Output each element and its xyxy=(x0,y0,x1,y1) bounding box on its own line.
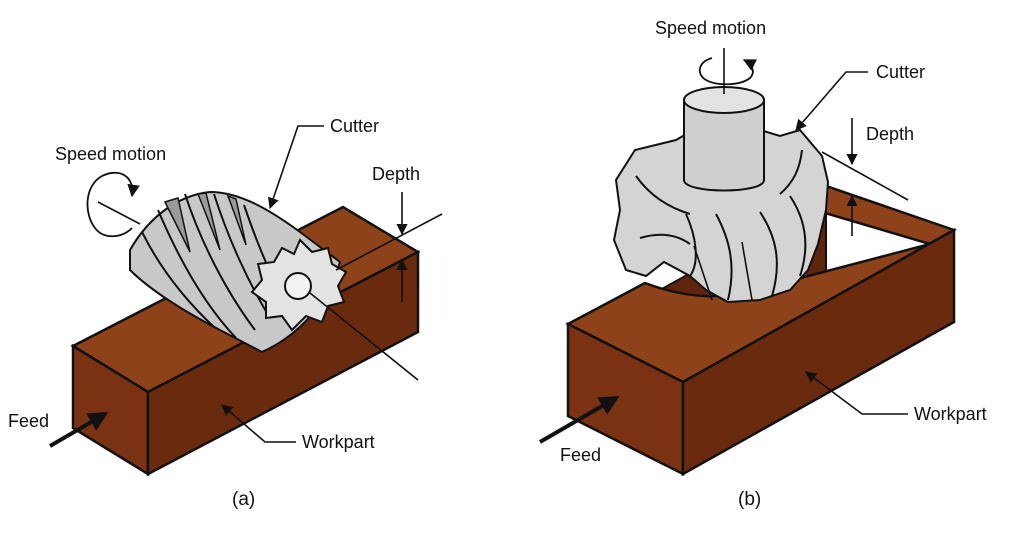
caption-a: (a) xyxy=(232,489,255,510)
depth-label-a: Depth xyxy=(372,164,420,184)
rotation-arrow-icon-b xyxy=(698,57,757,86)
workpart-label-b: Workpart xyxy=(914,404,987,424)
workpart-side-face-b xyxy=(681,227,956,477)
rotation-arrow-icon-a xyxy=(86,171,140,238)
speed-motion-label-b: Speed motion xyxy=(655,18,766,38)
depth-reference-line-b xyxy=(821,151,909,201)
helical-cutter-a xyxy=(129,190,348,354)
diagram-a: Speed motion Cutter Depth Feed Workpart … xyxy=(8,116,443,510)
cutter-label-a: Cutter xyxy=(330,116,379,136)
workpart-leader-a xyxy=(221,404,296,443)
depth-reference-line-a xyxy=(335,213,443,271)
cutter-leader-b xyxy=(795,71,868,131)
cutter-axis-a xyxy=(97,201,141,225)
workpart-leader-b xyxy=(805,371,908,415)
feed-label-b: Feed xyxy=(560,445,601,465)
feed-arrow-icon-b xyxy=(538,395,620,444)
depth-label-b: Depth xyxy=(866,124,914,144)
cutter-body-b xyxy=(612,128,830,304)
caption-b: (b) xyxy=(738,489,761,510)
workpart-back-ridge-b xyxy=(805,184,957,246)
cutter-axis-a-2 xyxy=(309,292,419,381)
cutter-label-b: Cutter xyxy=(876,62,925,82)
end-mill-cutter-b xyxy=(612,86,830,304)
cutter-bore-a xyxy=(284,272,312,300)
speed-motion-label-a: Speed motion xyxy=(55,144,166,164)
diagram-b: Speed motion Cutter Depth Feed Workpart … xyxy=(538,18,987,510)
feed-arrow-icon-a xyxy=(48,411,109,448)
workpart-label-a: Workpart xyxy=(302,432,375,452)
cutter-shank-b xyxy=(683,99,765,192)
cutter-leader-a xyxy=(267,125,324,210)
feed-label-a: Feed xyxy=(8,411,49,431)
